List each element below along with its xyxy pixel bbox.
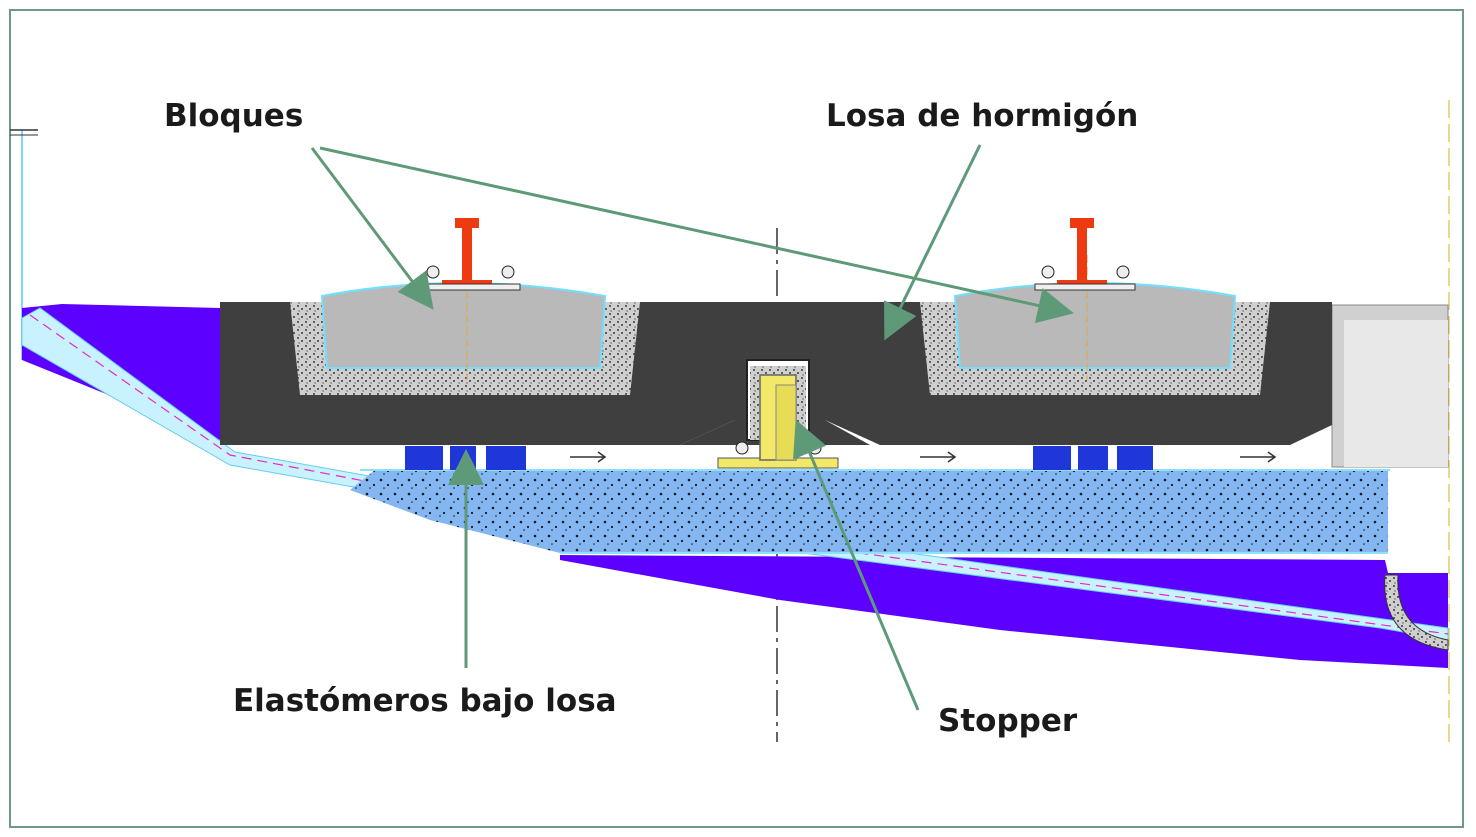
leader-losa [884, 144, 982, 341]
label-losa-de-hormigon: Losa de hormigón [826, 98, 1139, 134]
purple-tube-bottom [560, 555, 1448, 668]
diagram-frame [9, 9, 1464, 828]
rail-left [419, 218, 521, 291]
block-right [953, 282, 1237, 369]
leader-stopper [793, 419, 920, 711]
right-wall-face [1344, 320, 1448, 467]
label-bloques: Bloques [164, 98, 304, 134]
right-drain [1384, 574, 1449, 651]
label-elastomeros: Elastómeros bajo losa [233, 683, 617, 719]
elastomers-right [1033, 446, 1153, 470]
gap-arrows [570, 451, 1277, 463]
block-left [320, 282, 607, 369]
stopper [717, 374, 839, 469]
label-stopper: Stopper [938, 703, 1078, 739]
blue-concrete-dots [350, 470, 1388, 553]
leader-lines [310, 144, 1074, 711]
rail-right [1034, 218, 1136, 291]
leader-bloques-right [319, 146, 1074, 324]
leader-bloques-left [310, 147, 434, 310]
magenta-line [29, 314, 1449, 635]
